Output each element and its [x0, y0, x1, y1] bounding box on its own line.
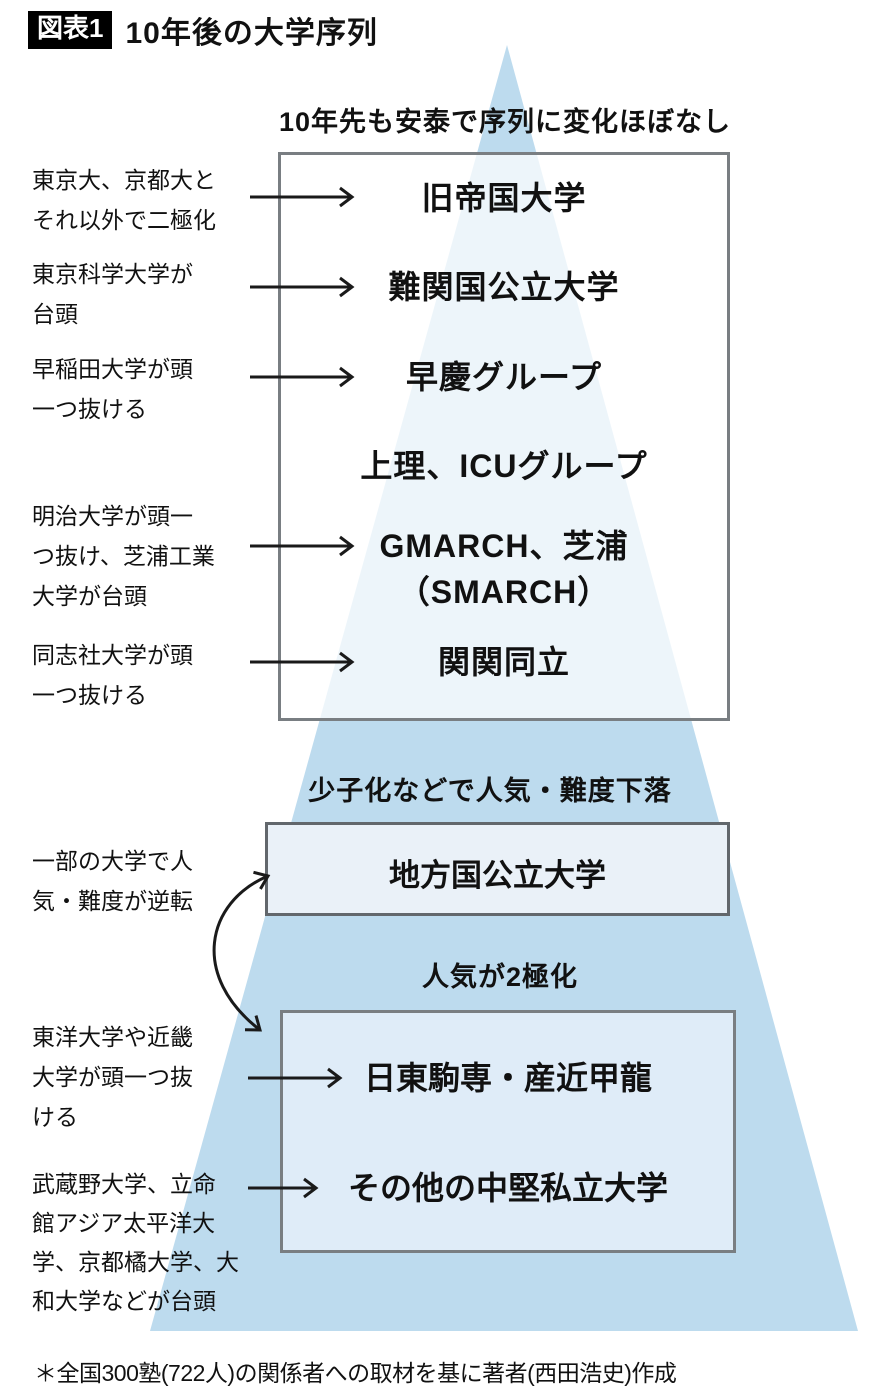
figure-number-badge: 図表1 — [28, 11, 113, 49]
tier-gmarch-smarch: GMARCH、芝浦 （SMARCH） — [379, 528, 629, 610]
figure-title: 10年後の大学序列 — [125, 17, 378, 50]
tier-soukei-group: 早慶グループ — [405, 359, 603, 395]
regional-public-label: 地方国公立大学 — [389, 858, 606, 893]
annotation-waseda: 早稲田大学が頭 一つ抜ける — [32, 356, 193, 422]
annotation-toyo-kinki: 東洋大学や近畿 大学が頭一つ抜 ける — [32, 1024, 193, 1130]
curved-double-arrow-icon — [212, 870, 271, 1032]
tier-nankan-kokkoritsu: 難関国公立大学 — [388, 269, 620, 305]
section-label-bottom: 人気が2極化 — [421, 962, 579, 992]
figure-header: 図表1 10年後の大学序列 — [28, 8, 378, 52]
section-label-middle: 少子化などで人気・難度下落 — [308, 776, 672, 806]
annotation-meiji-shibaura: 明治大学が頭一 つ抜け、芝浦工業 大学が台頭 — [32, 503, 215, 609]
tier-kyu-teikoku: 旧帝国大学 — [421, 180, 587, 216]
top-tier-box — [278, 152, 730, 721]
annotation-tokyo-kagaku: 東京科学大学が 台頭 — [32, 261, 193, 327]
footnote: ＊全国300塾(722人)の関係者への取材を基に著者(西田浩史)作成 — [34, 1360, 677, 1386]
annotation-popularity-reversal: 一部の大学で人 気・難度が逆転 — [32, 848, 193, 914]
annotation-todai-kyodai: 東京大、京都大と それ以外で二極化 — [32, 167, 216, 233]
annotation-doshisha: 同志社大学が頭 一つ抜ける — [32, 642, 193, 708]
section-label-top: 10年先も安泰で序列に変化ほぼなし — [278, 107, 732, 137]
private-universities-box — [280, 1010, 736, 1253]
annotation-musashino-ritsumeikan: 武蔵野大学、立命 館アジア太平洋大 学、京都橘大学、大 和大学などが台頭 — [32, 1171, 239, 1314]
tier-jouri-icu-group: 上理、ICUグループ — [360, 448, 648, 484]
tier-kankandouritsu: 関関同立 — [437, 644, 570, 680]
private-row-other-midtier: その他の中堅私立大学 — [347, 1170, 668, 1206]
private-row-nittokomasen: 日東駒専・産近甲龍 — [363, 1060, 652, 1096]
